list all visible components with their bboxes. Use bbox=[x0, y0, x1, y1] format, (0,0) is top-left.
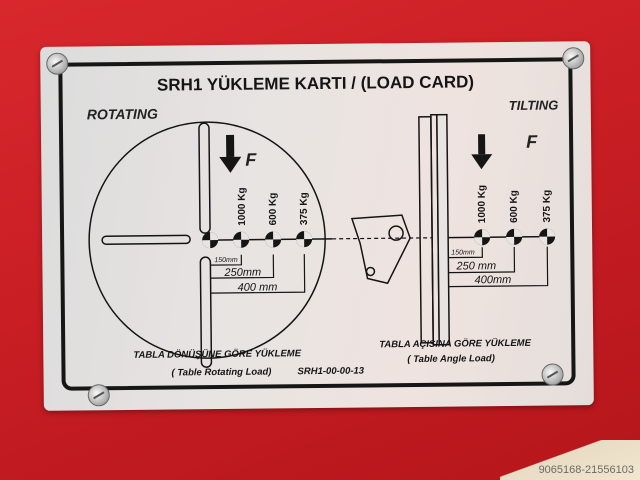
tilting-load-600: 600 Kg bbox=[508, 190, 520, 223]
rotating-load-1000: 1000 Kg bbox=[236, 187, 248, 226]
tilting-load-375: 375 Kg bbox=[541, 189, 553, 223]
rotating-dist-250: 250mm bbox=[224, 266, 262, 279]
watermark: 9065168-21556103 bbox=[538, 464, 634, 476]
tilting-caption-tr: TABLA AÇISINA GÖRE YÜKLEME bbox=[379, 337, 531, 351]
rotating-caption-tr: TABLA DÖNÜŞÜNE GÖRE YÜKLEME bbox=[133, 348, 302, 361]
load-diagram bbox=[88, 113, 556, 368]
tilting-load-1000: 1000 Kg bbox=[476, 184, 488, 224]
rotating-dist-400: 400 mm bbox=[237, 281, 278, 294]
rotating-load-375: 375 Kg bbox=[298, 192, 310, 226]
tilting-dist-400: 400mm bbox=[474, 273, 512, 287]
part-number: SRH1-00-00-13 bbox=[297, 365, 365, 378]
rotating-force-label: F bbox=[245, 149, 257, 170]
tilting-dist-150: 150mm bbox=[451, 249, 475, 257]
tilting-dist-250: 250 mm bbox=[456, 260, 497, 273]
rotating-caption-en: ( Table Rotating Load) bbox=[171, 366, 272, 379]
load-card-plate: SRH1 YÜKLEME KARTI / (LOAD CARD) ROTATIN… bbox=[40, 41, 594, 411]
tilting-force-label: F bbox=[526, 131, 538, 152]
tilting-caption-en: ( Table Angle Load) bbox=[407, 353, 495, 366]
background-corner bbox=[500, 440, 640, 480]
rotating-load-600: 600 Kg bbox=[267, 192, 279, 226]
rotating-dist-150: 150mm bbox=[214, 256, 238, 265]
